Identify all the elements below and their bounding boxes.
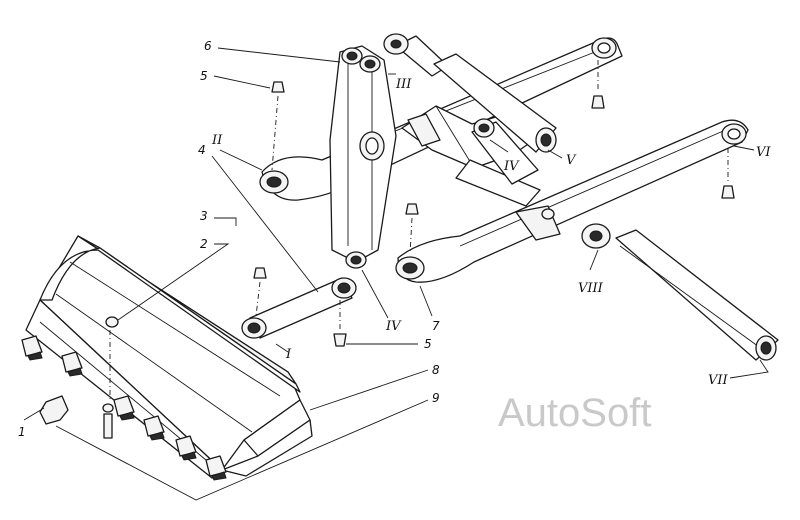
- link-rod: [241, 277, 357, 339]
- callout-1: 1: [18, 425, 26, 439]
- autosoft-watermark: AutoSoft: [498, 391, 651, 435]
- callout-V: V: [566, 153, 577, 168]
- upper-hydraulic-cylinder: [383, 33, 557, 153]
- callout-5-top: 5: [200, 69, 208, 83]
- lower-right-cylinder: [581, 223, 779, 361]
- lower-left-cylinder: [471, 118, 539, 185]
- callout-IV-lower: IV: [385, 319, 402, 334]
- callout-8: 8: [432, 363, 440, 377]
- callout-VII: VII: [708, 373, 729, 388]
- callout-VIII: VIII: [578, 281, 604, 296]
- callout-II: II: [211, 133, 223, 148]
- bell-crank-lever: [329, 45, 397, 269]
- bucket-teeth: [21, 335, 227, 481]
- callout-I: I: [285, 347, 292, 362]
- bolt-nut-assembly: [102, 316, 119, 439]
- callout-3: 3: [200, 209, 208, 223]
- callout-7: 7: [432, 319, 440, 333]
- bucket: [25, 235, 313, 479]
- callout-5-bottom: 5: [424, 337, 432, 351]
- callout-6: 6: [204, 39, 212, 53]
- leader-lines: [23, 47, 769, 501]
- detached-tooth: [39, 395, 69, 425]
- callout-IV-upper: IV: [503, 159, 520, 174]
- right-lift-arm: [395, 119, 749, 283]
- callout-9: 9: [432, 391, 440, 405]
- callout-2: 2: [200, 237, 208, 251]
- grease-fittings: [253, 60, 735, 347]
- callout-III: III: [395, 77, 412, 92]
- callout-labels: 6 5 4 II 3 2 1 III IV IV V VI VII VIII I…: [18, 39, 771, 439]
- callout-4: 4: [198, 143, 206, 157]
- callout-VI: VI: [756, 145, 771, 160]
